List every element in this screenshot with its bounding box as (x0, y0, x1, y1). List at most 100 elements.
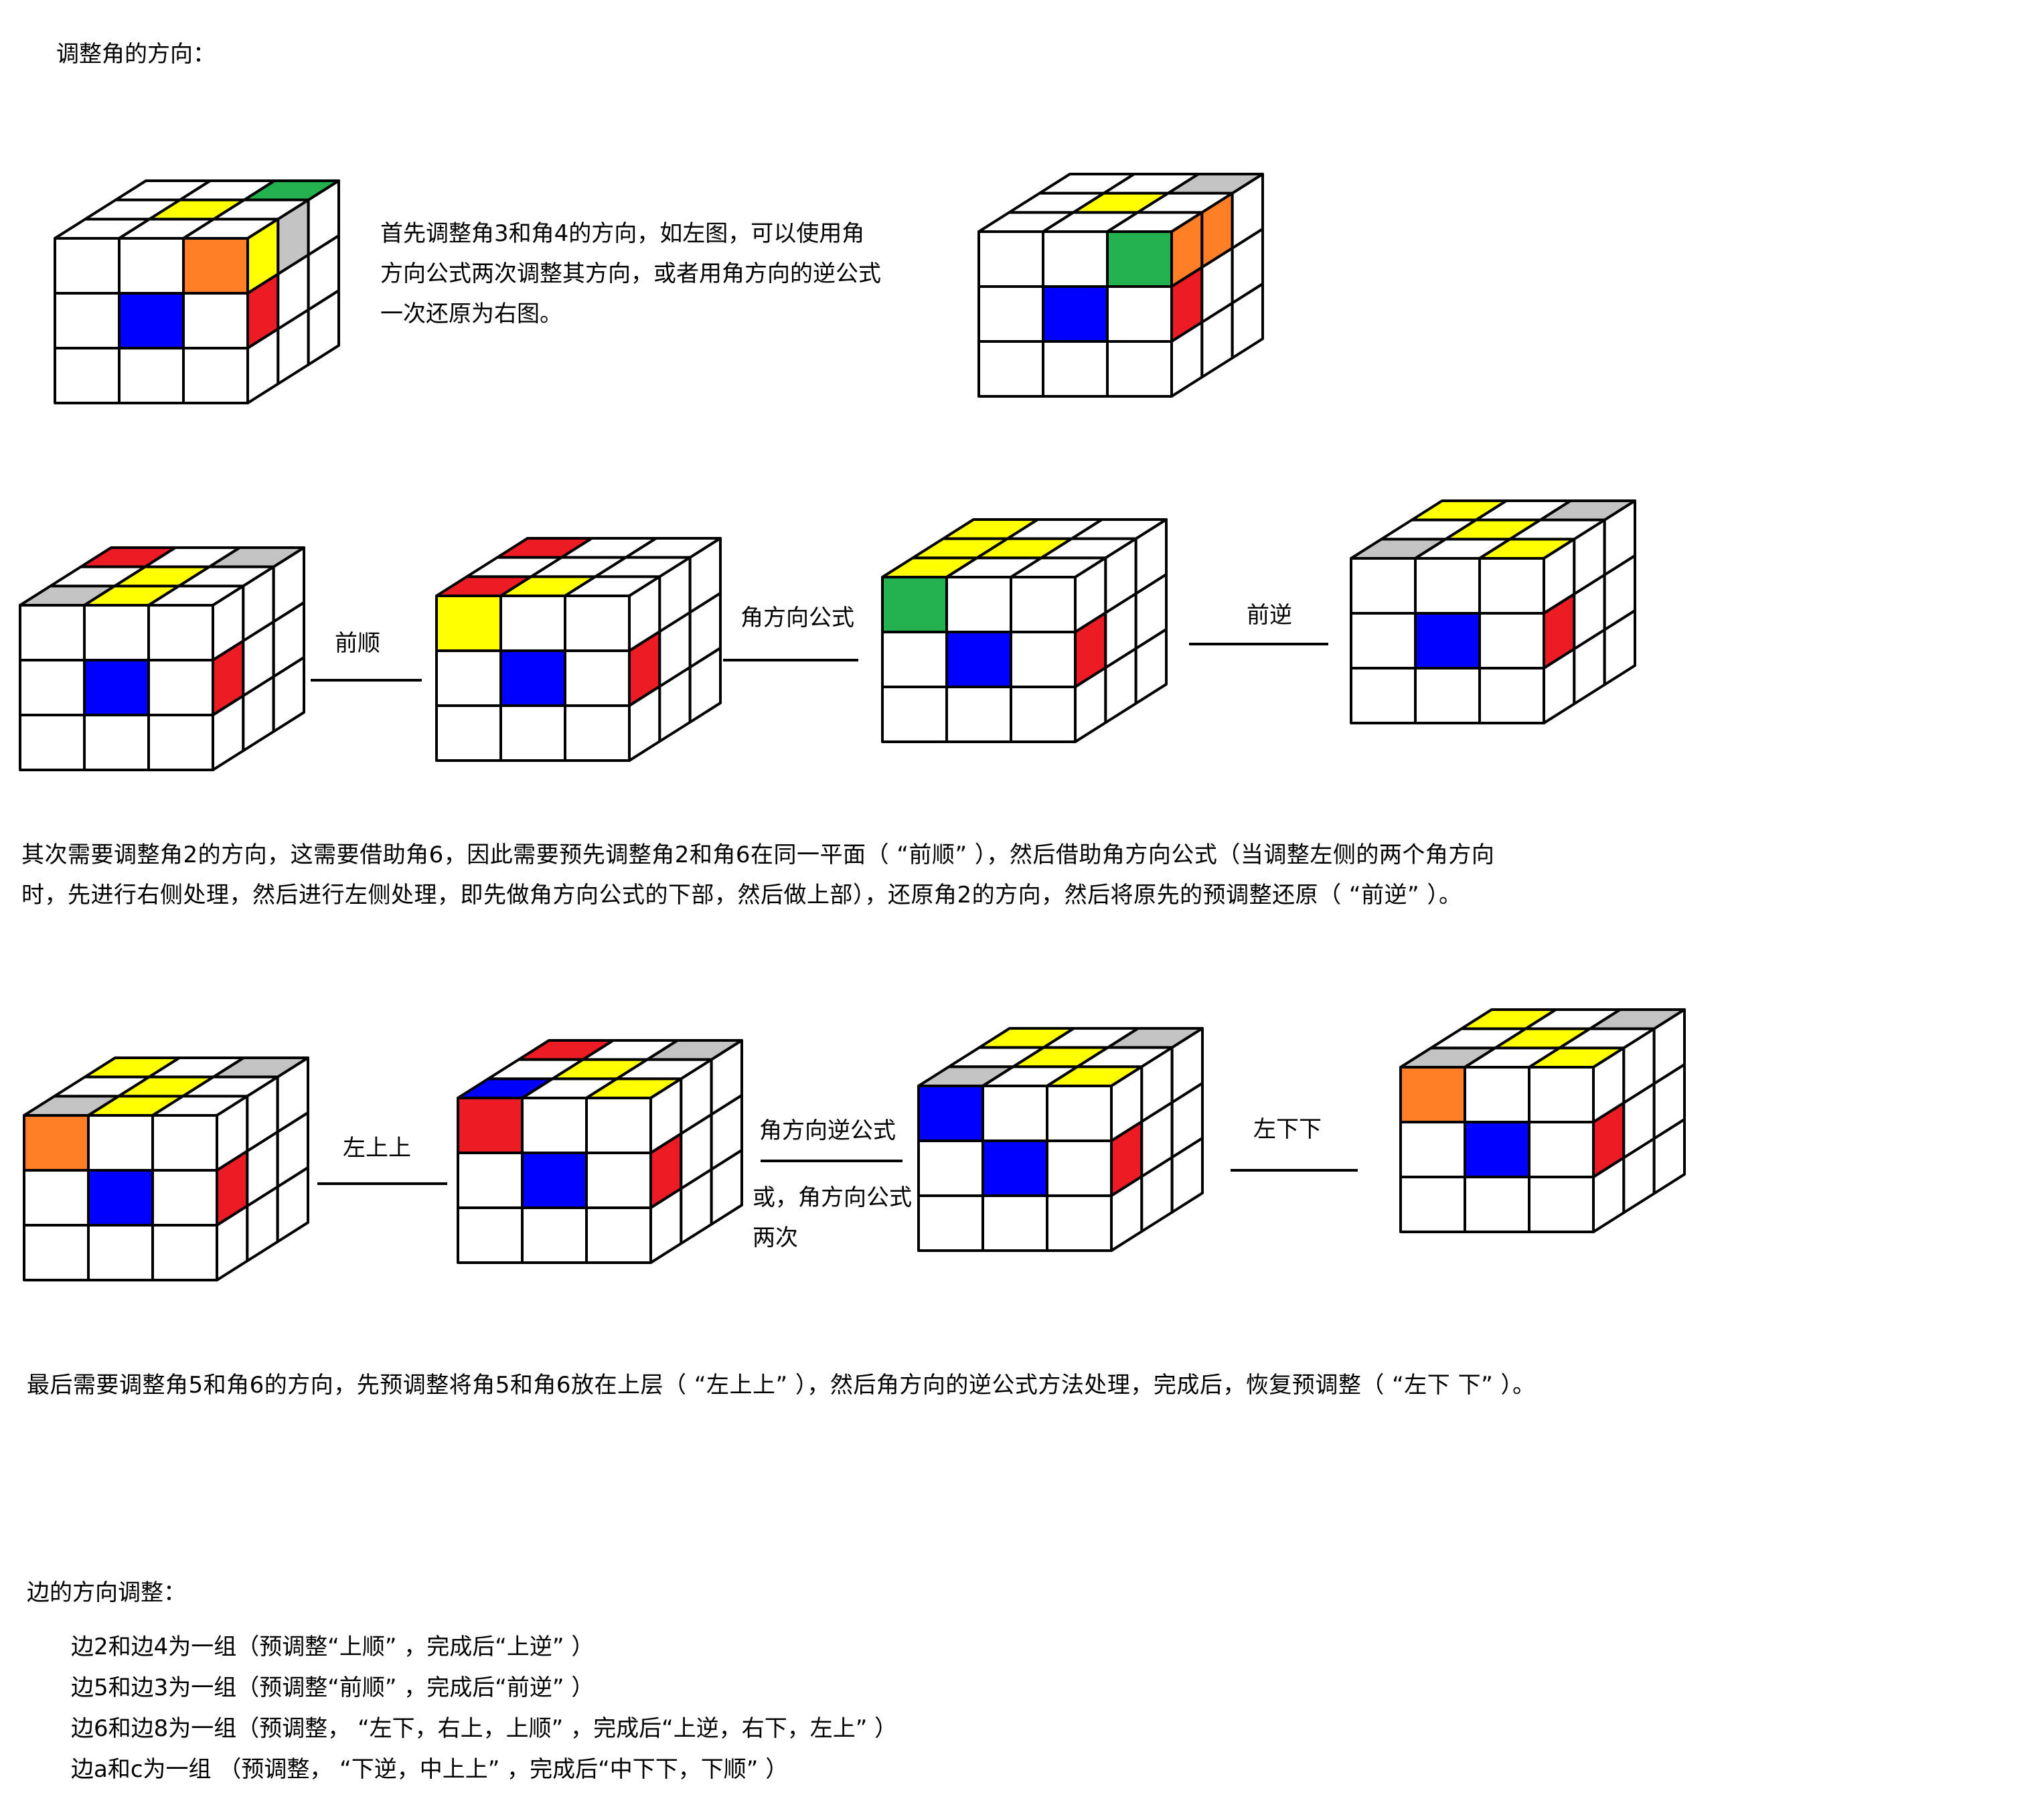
rubiks-cube-2 (977, 173, 1264, 398)
edge-group-list: 边2和边4为一组（预调整“上顺” ，完成后“上逆” ） 边5和边3为一组（预调整… (71, 1627, 897, 1790)
label-front-counterclockwise: 前逆 (1247, 602, 1292, 629)
cube-front-sticker (19, 714, 86, 771)
connector-line (1231, 1169, 1358, 1172)
cube-front-sticker (151, 1114, 218, 1172)
cube-front-sticker (1046, 1139, 1113, 1197)
cube-front-sticker (1399, 1176, 1466, 1233)
cube-front-sticker (1478, 612, 1545, 670)
cube-front-sticker (977, 340, 1044, 398)
cube-side-sticker (1652, 1118, 1686, 1195)
label-left-down-down: 左下下 (1253, 1116, 1322, 1143)
cube-front-sticker (1350, 612, 1417, 670)
label-corner-inverse-formula: 角方向逆公式 (759, 1117, 896, 1144)
cube-front-sticker (147, 604, 214, 661)
rubiks-cube-4 (435, 537, 722, 762)
cube-front-sticker (917, 1085, 984, 1142)
cube-front-sticker (87, 1114, 154, 1172)
cube-front-sticker (1478, 557, 1545, 615)
cube-front-sticker (1042, 340, 1109, 398)
cube-side-sticker (1231, 283, 1264, 360)
cube-front-sticker (23, 1224, 90, 1281)
cube-front-sticker (981, 1194, 1048, 1252)
rubiks-cube-7 (23, 1056, 309, 1281)
section2-desc-line-2: 时，先进行右侧处理，然后进行左侧处理，即先做角方向公式的下部，然后做上部），还原… (21, 882, 1462, 909)
rubiks-cube-8 (457, 1039, 743, 1264)
cube-front-sticker (585, 1206, 652, 1264)
cube-front-sticker (1106, 285, 1173, 343)
cube-front-sticker (1528, 1066, 1595, 1123)
cube-side-sticker (688, 647, 722, 724)
cube-front-sticker (182, 237, 249, 295)
rubiks-cube-3 (19, 546, 305, 771)
cube-front-sticker (881, 686, 948, 743)
cube-front-sticker (1042, 230, 1109, 288)
edge-group-item: 边5和边3为一组（预调整“前顺” ，完成后“前逆” ） (71, 1674, 595, 1701)
cube-front-sticker (1399, 1121, 1466, 1178)
cube-front-sticker (564, 595, 631, 652)
cube-front-sticker (981, 1085, 1048, 1142)
rubiks-cube-9 (917, 1027, 1204, 1252)
section3-desc: 最后需要调整角5和角6的方向，先预调整将角5和角6放在上层（ “左上上” ），然… (27, 1372, 1536, 1399)
cube-front-sticker (457, 1152, 524, 1209)
label-corner-formula: 角方向公式 (740, 605, 854, 631)
cube-front-sticker (1350, 667, 1417, 724)
cube-side-sticker (1134, 628, 1168, 705)
cube-front-sticker (881, 631, 948, 688)
cube-front-sticker (1528, 1176, 1595, 1233)
cube-front-sticker (945, 686, 1012, 743)
cube-front-sticker (1046, 1194, 1113, 1252)
cube-side-sticker (272, 656, 305, 733)
cube-front-sticker (499, 595, 566, 652)
cube-front-sticker (1464, 1176, 1530, 1233)
cube-front-sticker (1414, 667, 1481, 724)
section1-desc-line-2: 方向公式两次调整其方向，或者用角方向的逆公式 (380, 260, 881, 287)
cube-front-sticker (499, 649, 566, 707)
cube-front-sticker (1414, 557, 1481, 615)
cube-front-sticker (1010, 631, 1077, 688)
cube-front-sticker (435, 595, 502, 652)
connector-line (1189, 643, 1328, 645)
cube-front-sticker (23, 1169, 90, 1227)
edge-group-item: 边6和边8为一组（预调整， “左下，右上，上顺” ，完成后“上逆，右下，左上” … (71, 1715, 898, 1742)
cube-front-sticker (54, 237, 121, 295)
cube-front-sticker (564, 649, 631, 707)
cube-front-sticker (151, 1224, 218, 1281)
cube-front-sticker (585, 1097, 652, 1154)
edge-group-item: 边a和c为一组 （预调整， “下逆，中上上” ，完成后“中下下，下顺” ） (71, 1756, 789, 1783)
rubiks-cube-1 (54, 179, 340, 404)
cube-front-sticker (147, 714, 214, 771)
cube-front-sticker (585, 1152, 652, 1209)
cube-side-sticker (276, 1166, 309, 1243)
cube-front-sticker (83, 714, 150, 771)
cube-front-sticker (1106, 340, 1173, 398)
cube-front-sticker (499, 704, 566, 762)
rubiks-cube-10 (1399, 1008, 1686, 1233)
cube-front-sticker (457, 1097, 524, 1154)
cube-front-sticker (182, 347, 249, 404)
section1-desc-line-3: 一次还原为右图。 (380, 301, 562, 327)
cube-front-sticker (945, 576, 1012, 633)
section1-desc-line-1: 首先调整角3和角4的方向，如左图，可以使用角 (380, 220, 865, 247)
cube-front-sticker (87, 1169, 154, 1227)
cube-front-sticker (1010, 576, 1077, 633)
cube-front-sticker (521, 1152, 588, 1209)
cube-front-sticker (435, 649, 502, 707)
cube-front-sticker (1478, 667, 1545, 724)
cube-front-sticker (981, 1139, 1048, 1197)
cube-front-sticker (118, 292, 185, 349)
connector-line (311, 679, 422, 682)
connector-line (761, 1160, 902, 1162)
cube-front-sticker (881, 576, 948, 633)
label-twice: 两次 (753, 1225, 798, 1251)
label-front-clockwise: 前顺 (335, 630, 380, 657)
cube-front-sticker (83, 604, 150, 661)
cube-front-sticker (1042, 285, 1109, 343)
cube-front-sticker (917, 1139, 984, 1197)
cube-front-sticker (54, 347, 121, 404)
rubiks-cube-6 (1350, 499, 1636, 724)
cube-front-sticker (1399, 1066, 1466, 1123)
cube-front-sticker (1464, 1066, 1530, 1123)
cube-front-sticker (1046, 1085, 1113, 1142)
cube-front-sticker (118, 347, 185, 404)
cube-side-sticker (1170, 1137, 1204, 1214)
